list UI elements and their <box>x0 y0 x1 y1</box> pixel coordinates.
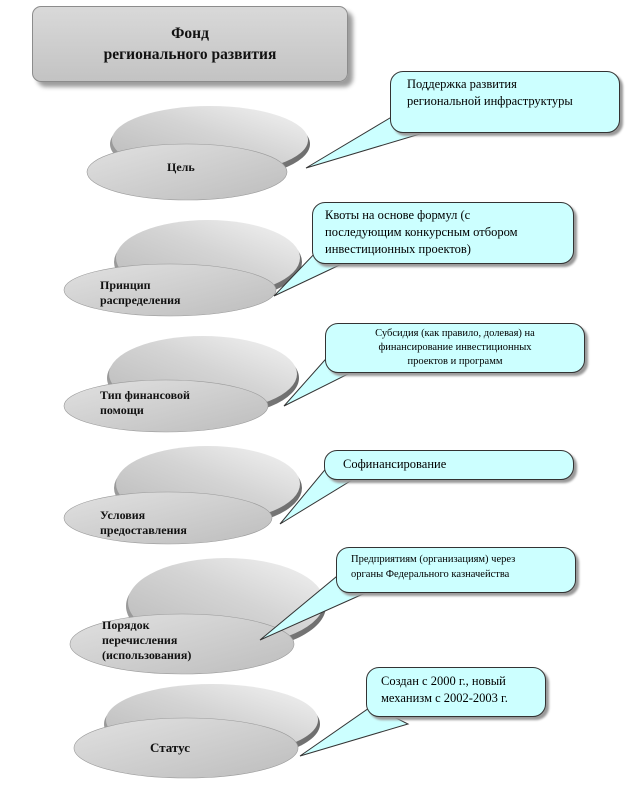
callout-text: Софинансирование <box>343 457 447 471</box>
diagram-title: Фонд регионального развития <box>103 25 277 63</box>
disc-label-6: Статус <box>150 740 191 755</box>
callout-text: Субсидия (как правило, долевая) на финан… <box>375 328 535 367</box>
disc-label-1: Цель <box>167 160 195 174</box>
disc-3 <box>63 336 299 433</box>
callout-5: Предприятиям (организациям) через органы… <box>336 547 576 593</box>
callout-text: Квоты на основе формул (с последующим ко… <box>325 208 518 256</box>
disc-label-5: Порядок перечисления (использования) <box>102 618 192 662</box>
disc-label-2: Принцип распределения <box>100 278 181 307</box>
callout-text: Создан с 2000 г., новый механизм с 2002-… <box>381 674 508 705</box>
disc-4 <box>63 446 302 545</box>
callout-6: Создан с 2000 г., новый механизм с 2002-… <box>366 667 546 717</box>
disc-label-3: Тип финансовой помощи <box>100 388 190 417</box>
callout-text: Поддержка развития региональной инфрастр… <box>407 77 573 108</box>
title-box: Фонд регионального развития <box>32 6 348 82</box>
callout-4: Софинансирование <box>324 450 574 480</box>
callout-text: Предприятиям (организациям) через органы… <box>351 554 516 580</box>
callout-1: Поддержка развития региональной инфрастр… <box>390 71 620 133</box>
disc-6 <box>73 684 320 779</box>
callout-2: Квоты на основе формул (с последующим ко… <box>312 202 574 264</box>
callout-3: Субсидия (как правило, долевая) на финан… <box>325 323 585 373</box>
disc-1 <box>86 106 310 201</box>
disc-label-4: Условия предоставления <box>100 508 187 537</box>
disc-2 <box>63 220 302 317</box>
